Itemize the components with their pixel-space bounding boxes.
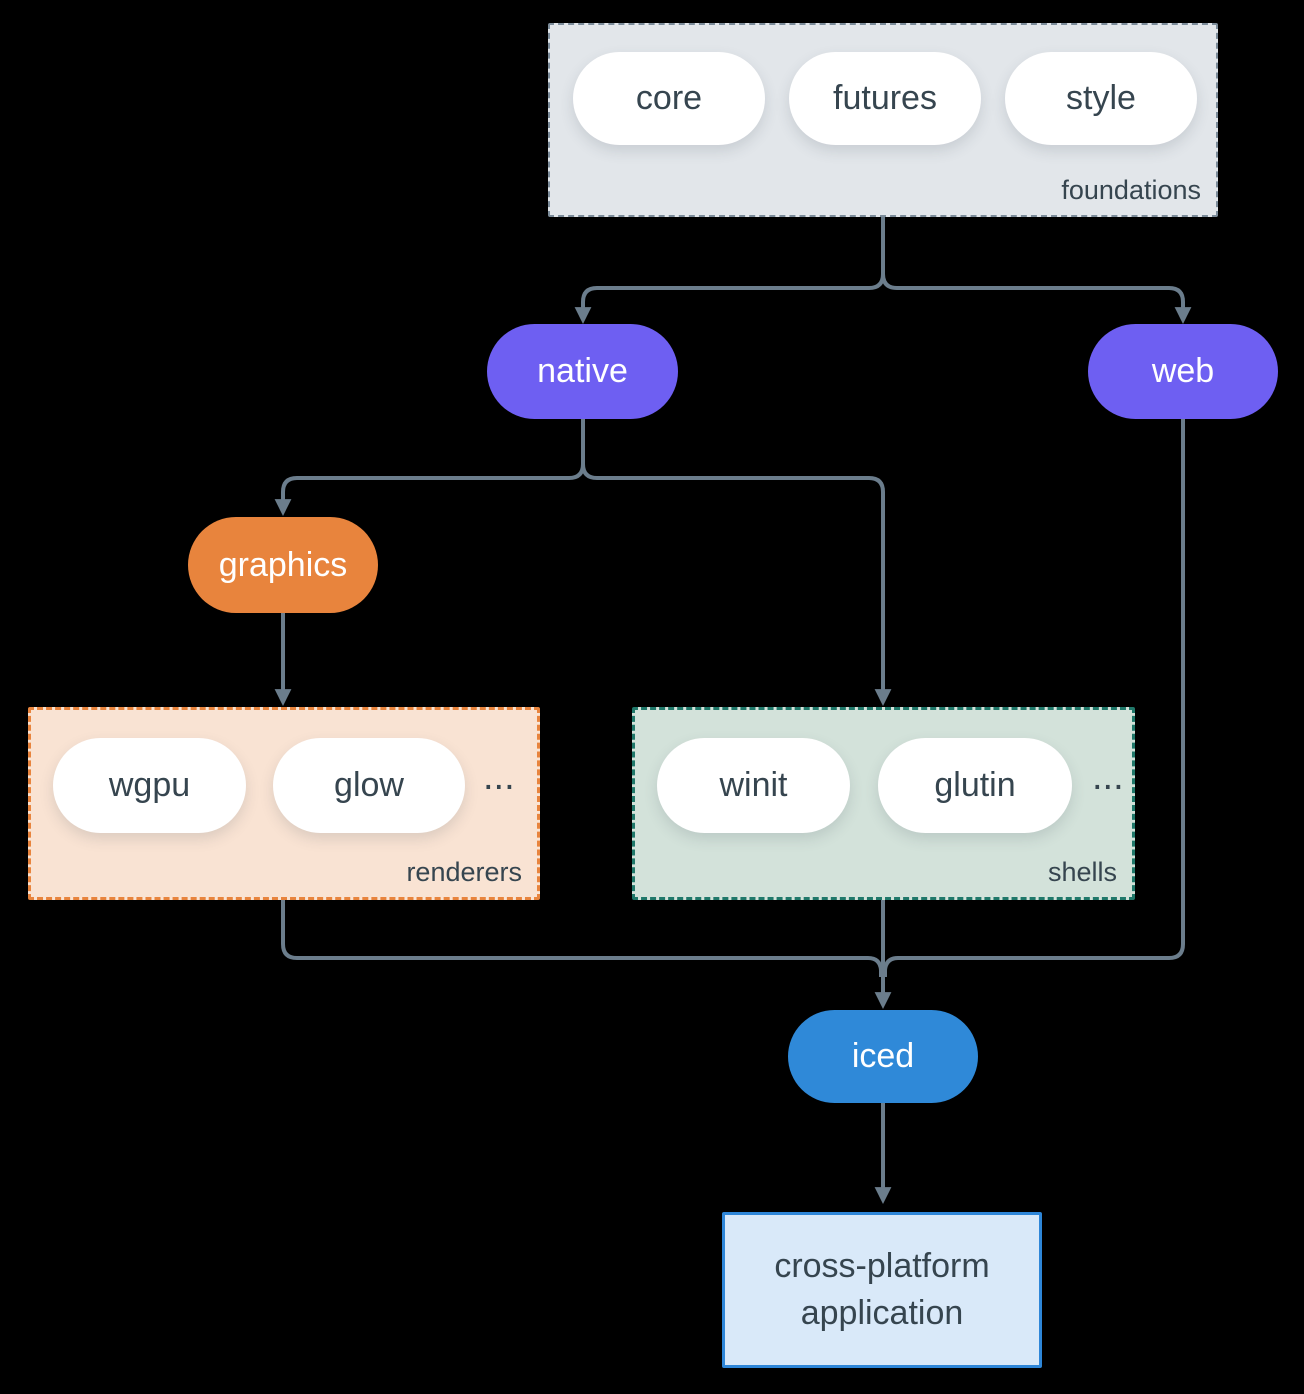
node-style: style <box>1005 52 1197 145</box>
group-shells: winit glutin ... shells <box>632 707 1135 900</box>
connector-foundations-web <box>881 217 1192 324</box>
group-renderers: wgpu glow ... renderers <box>28 707 540 900</box>
group-renderers-label: renderers <box>406 857 522 887</box>
node-core: core <box>573 52 765 145</box>
node-wgpu: wgpu <box>53 738 246 833</box>
node-graphics: graphics <box>188 517 378 613</box>
renderers-ellipsis: ... <box>483 756 515 798</box>
group-foundations-label: foundations <box>1061 175 1201 205</box>
node-native: native <box>487 324 678 419</box>
connector-native-shells <box>581 419 892 706</box>
node-web: web <box>1088 324 1278 419</box>
shells-ellipsis: ... <box>1092 756 1124 798</box>
connector-native-graphics <box>274 419 585 516</box>
connector-foundations-native <box>574 217 885 324</box>
connector-renderers-iced <box>281 900 883 977</box>
node-iced: iced <box>788 1010 978 1103</box>
node-winit: winit <box>657 738 850 833</box>
node-futures: futures <box>789 52 981 145</box>
node-glow: glow <box>273 738 465 833</box>
node-cross-platform-application: cross-platform application <box>722 1212 1042 1368</box>
application-label-line2: application <box>800 1294 964 1332</box>
group-shells-label: shells <box>1047 857 1117 887</box>
group-foundations: core futures style foundations <box>548 23 1218 217</box>
application-label-line1: cross-platform <box>774 1247 990 1285</box>
node-glutin: glutin <box>878 738 1072 833</box>
